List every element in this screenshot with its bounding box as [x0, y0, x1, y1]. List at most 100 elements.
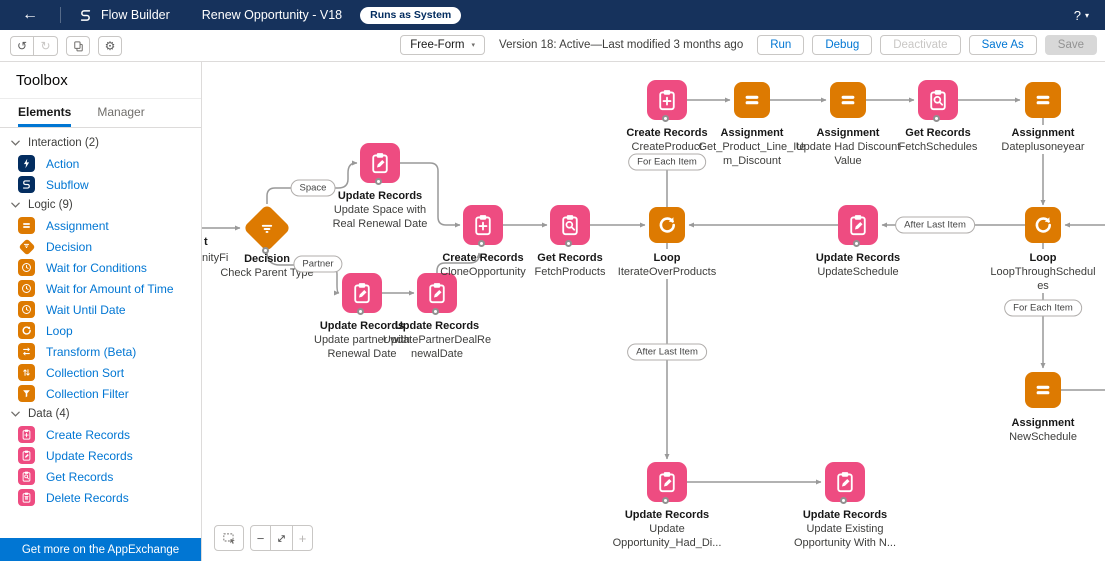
sidebar-item-update-records[interactable]: Update Records — [0, 445, 201, 466]
clock-icon — [18, 280, 35, 297]
update-icon[interactable] — [838, 205, 878, 245]
section-logic-9[interactable]: Logic (9) — [0, 195, 201, 215]
chevron-down-icon: ▾ — [471, 42, 476, 49]
sidebar-item-wait-for-conditions[interactable]: Wait for Conditions — [0, 257, 201, 278]
tab-elements[interactable]: Elements — [18, 99, 72, 127]
connector-check-parent-type-to-update-space-with-real-renewal-date[interactable] — [266, 160, 358, 204]
connector-port — [661, 114, 669, 122]
version-status-text: Version 18: Active—Last modified 3 month… — [499, 39, 744, 51]
sidebar-item-decision[interactable]: Decision — [0, 236, 201, 257]
sidebar-item-wait-until-date[interactable]: Wait Until Date — [0, 299, 201, 320]
update-icon[interactable] — [360, 143, 400, 183]
sidebar-item-create-records[interactable]: Create Records — [0, 424, 201, 445]
decision-icon — [18, 238, 35, 255]
loop-icon[interactable] — [649, 207, 685, 243]
connector-updatepartnerdealrenewaldate-to-cloneopportunity[interactable] — [436, 252, 482, 273]
update-icon[interactable] — [417, 273, 457, 313]
canvas-mode-dropdown[interactable]: Free-Form ▾ — [400, 35, 486, 55]
toolbox-title: Toolbox — [0, 62, 201, 99]
canvas-zoom-controls: −+ — [214, 525, 313, 551]
flow-properties-icon: ⚙ — [104, 39, 116, 53]
update-icon[interactable] — [825, 462, 865, 502]
connector-port — [356, 307, 364, 315]
back-button[interactable]: ← — [16, 7, 44, 23]
loop-icon[interactable] — [1025, 207, 1061, 243]
deactivate-button[interactable]: Deactivate — [880, 35, 961, 55]
get-icon[interactable] — [550, 205, 590, 245]
update-icon[interactable] — [342, 273, 382, 313]
redo-button[interactable]: ↻ — [34, 36, 58, 56]
copy-button[interactable] — [66, 36, 90, 56]
flow-properties-button[interactable]: ⚙ — [98, 36, 122, 56]
copy-icon — [73, 40, 83, 51]
undo-button[interactable]: ↺ — [10, 36, 34, 56]
canvas-mode-label: Free-Form — [410, 39, 465, 51]
debug-button[interactable]: Debug — [812, 35, 873, 55]
tab-manager[interactable]: Manager — [97, 105, 145, 119]
zoom-in-button[interactable]: + — [292, 525, 313, 551]
get-icon — [18, 468, 35, 485]
sidebar-item-collection-sort[interactable]: Collection Sort — [0, 362, 201, 383]
flow-builder-icon — [77, 7, 94, 24]
sidebar-item-collection-filter[interactable]: Collection Filter — [0, 383, 201, 404]
create-icon[interactable] — [647, 80, 687, 120]
help-menu-button[interactable]: ? ▾ — [1074, 8, 1089, 23]
sidebar-item-delete-records[interactable]: Delete Records — [0, 487, 201, 508]
delete-icon — [18, 489, 35, 506]
chevron-down-icon — [11, 140, 20, 146]
sidebar-item-wait-for-amount-of-time[interactable]: Wait for Amount of Time — [0, 278, 201, 299]
transform-icon — [18, 343, 35, 360]
sidebar-item-subflow[interactable]: Subflow — [0, 174, 201, 195]
update-icon[interactable] — [647, 462, 687, 502]
get-icon[interactable] — [918, 80, 958, 120]
sidebar-item-action[interactable]: Action — [0, 153, 201, 174]
connector-port — [852, 239, 860, 247]
assignment-icon[interactable] — [1025, 372, 1061, 408]
save-as-button[interactable]: Save As — [968, 35, 1037, 55]
flow-title: Renew Opportunity - V18 — [201, 8, 343, 22]
sidebar-item-get-records[interactable]: Get Records — [0, 466, 201, 487]
appexchange-button[interactable]: Get more on the AppExchange — [0, 538, 201, 561]
connector-label-space: Space — [290, 179, 336, 197]
create-icon[interactable] — [463, 205, 503, 245]
zoom-in-icon: + — [298, 530, 307, 546]
create-icon — [18, 426, 35, 443]
select-elements-button[interactable] — [214, 525, 244, 551]
connector-port — [661, 496, 669, 504]
sidebar-item-loop[interactable]: Loop — [0, 320, 201, 341]
toolbox-tabs: Elements Manager — [0, 99, 201, 128]
section-interaction-2[interactable]: Interaction (2) — [0, 133, 201, 153]
run-button[interactable]: Run — [757, 35, 805, 55]
sidebar-item-assignment[interactable]: Assignment — [0, 215, 201, 236]
update-icon — [18, 447, 35, 464]
connector-update-space-with-real-renewal-date-to-cloneopportunity[interactable] — [400, 162, 461, 228]
connector-label-for-each-item: For Each Item — [628, 153, 706, 171]
save-button[interactable]: Save — [1044, 35, 1097, 55]
assignment-icon[interactable] — [830, 82, 866, 118]
sidebar-item-transform-beta[interactable]: Transform (Beta) — [0, 341, 201, 362]
clipped-node-text: t — [204, 236, 208, 248]
assignment-icon[interactable] — [734, 82, 770, 118]
expand-to-fit-button[interactable] — [271, 525, 292, 551]
assignment-icon[interactable] — [1025, 82, 1061, 118]
help-icon: ? — [1073, 7, 1081, 23]
connector-label-partner: Partner — [293, 255, 343, 273]
section-data-4[interactable]: Data (4) — [0, 404, 201, 424]
chevron-down-icon — [11, 411, 20, 417]
runs-as-system-badge: Runs as System — [360, 6, 462, 24]
zoom-out-button[interactable]: − — [250, 525, 271, 551]
connector-port — [564, 239, 572, 247]
toolbar: ↺↻ ⚙ Free-Form ▾ Version 18: Active—Last … — [0, 30, 1105, 62]
